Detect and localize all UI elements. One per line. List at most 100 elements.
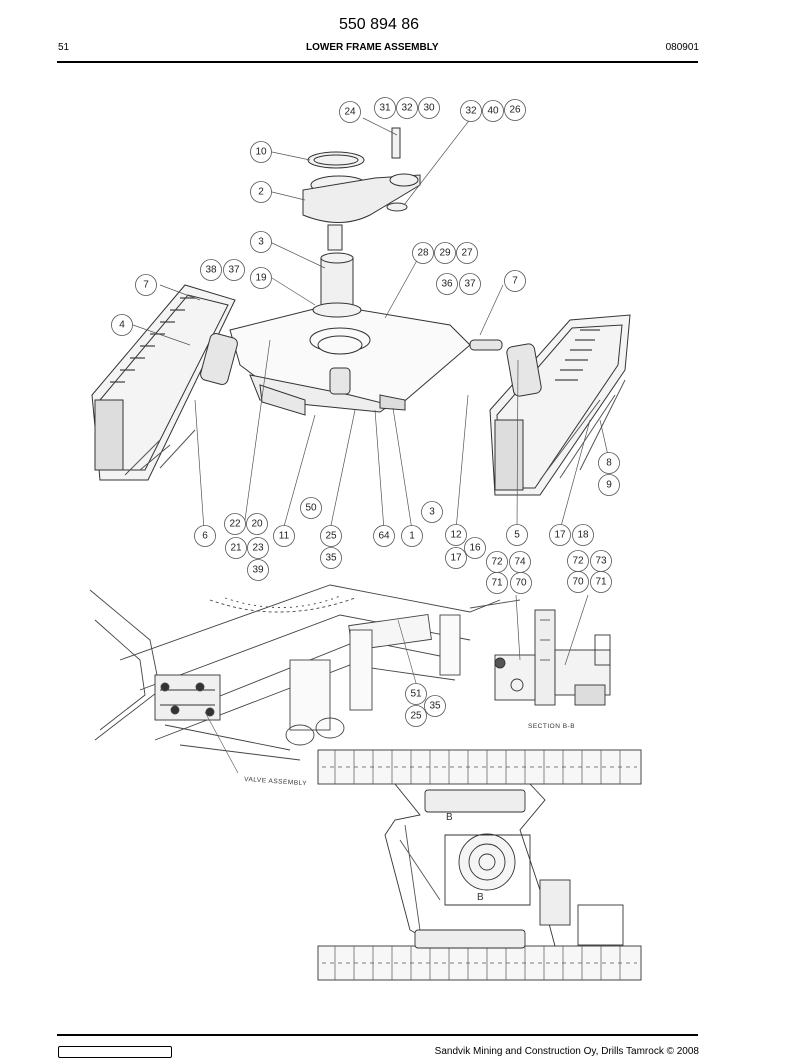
page-number: 51 [58,42,70,53]
callout-circle [486,572,508,594]
callout-number: 12 [450,530,462,541]
callout-number: 17 [450,553,462,564]
callout-17: 17 [445,547,467,569]
callout-9: 9 [598,474,620,496]
callout-19: 19 [250,267,272,289]
leader-lines [132,117,610,531]
right-track [489,314,631,496]
callout-circle [445,524,467,546]
callout-circle [250,141,272,163]
callout-37: 37 [223,259,245,281]
callout-number: 20 [251,519,263,530]
callout-number: 71 [491,578,503,589]
callout-number: 64 [378,531,390,542]
callout-10: 10 [250,141,272,163]
callout-circle [200,259,222,281]
callout-number: 21 [230,543,242,554]
callout-circle [418,97,440,119]
callout-circle [250,267,272,289]
callout-18: 18 [572,524,594,546]
callout-5: 5 [506,524,528,546]
callout-number: 24 [344,107,356,118]
callout-25: 25 [320,525,342,547]
callout-circle [405,683,427,705]
callout-number: 17 [554,530,566,541]
plan-label-b-lower: B [477,892,484,903]
callout-number: 18 [577,530,589,541]
callout-number: 7 [512,276,518,287]
callout-number: 5 [514,530,520,541]
callout-number: 6 [202,531,208,542]
callout-number: 25 [325,531,337,542]
callout-circle [424,695,446,717]
valve-assembly-label: VALVE ASSEMBLY [244,776,307,787]
callout-32: 32 [396,97,418,119]
callout-11: 11 [273,525,295,547]
callout-circle [320,525,342,547]
callout-number: 72 [491,557,503,568]
callout-31: 31 [374,97,396,119]
callout-number: 19 [255,273,267,284]
slewing-parts [302,127,421,318]
callout-circle [460,100,482,122]
callout-7: 7 [135,274,157,296]
callout-circle [482,100,504,122]
callout-2: 2 [250,181,272,203]
callout-16: 16 [464,537,486,559]
callout-70: 70 [567,571,589,593]
callout-number: 40 [487,106,499,117]
callout-7: 7 [504,270,526,292]
document-code: 080901 [665,42,699,53]
callout-circle [373,525,395,547]
callout-4: 4 [111,314,133,336]
section-label: SECTION B-B [528,723,575,730]
callout-circle [506,524,528,546]
callout-number: 32 [465,106,477,117]
callout-circle [250,231,272,253]
callout-number: 22 [229,519,241,530]
callout-circle [434,242,456,264]
callout-number: 70 [572,577,584,588]
callout-circle [300,497,322,519]
callout-21: 21 [225,537,247,559]
callout-circle [111,314,133,336]
callout-32: 32 [460,100,482,122]
footer-copyright: Sandvik Mining and Construction Oy, Dril… [434,1046,699,1057]
callout-51: 51 [405,683,427,705]
callout-circle [436,273,458,295]
callout-number: 37 [464,279,476,290]
detail-view: VALVE ASSEMBLY [89,584,521,787]
callout-circle [504,270,526,292]
callout-number: 26 [509,105,521,116]
callout-number: 73 [595,556,607,567]
callout-36: 36 [436,273,458,295]
callout-number: 51 [410,689,422,700]
callout-circle [510,572,532,594]
exploded-assembly-view [91,117,631,531]
callout-number: 16 [469,543,481,554]
callout-circle [223,259,245,281]
callout-number: 3 [429,507,435,518]
header-rule [57,61,698,63]
callout-22: 22 [224,513,246,535]
callout-3: 3 [250,231,272,253]
callout-17: 17 [549,524,571,546]
callout-number: 72 [572,556,584,567]
callout-circle [567,571,589,593]
callout-71: 71 [590,571,612,593]
plan-view: B B [317,749,642,981]
callout-38: 38 [200,259,222,281]
center-frame [229,304,471,416]
callout-number: 74 [514,557,526,568]
callout-27: 27 [456,242,478,264]
callout-72: 72 [486,551,508,573]
callout-circle [421,501,443,523]
callout-circle [464,537,486,559]
callout-39: 39 [247,559,269,581]
callout-number: 1 [409,531,415,542]
part-number: 550 894 86 [339,16,420,33]
callout-circle [135,274,157,296]
callout-8: 8 [598,452,620,474]
callout-circle [247,559,269,581]
callout-circle [246,513,268,535]
